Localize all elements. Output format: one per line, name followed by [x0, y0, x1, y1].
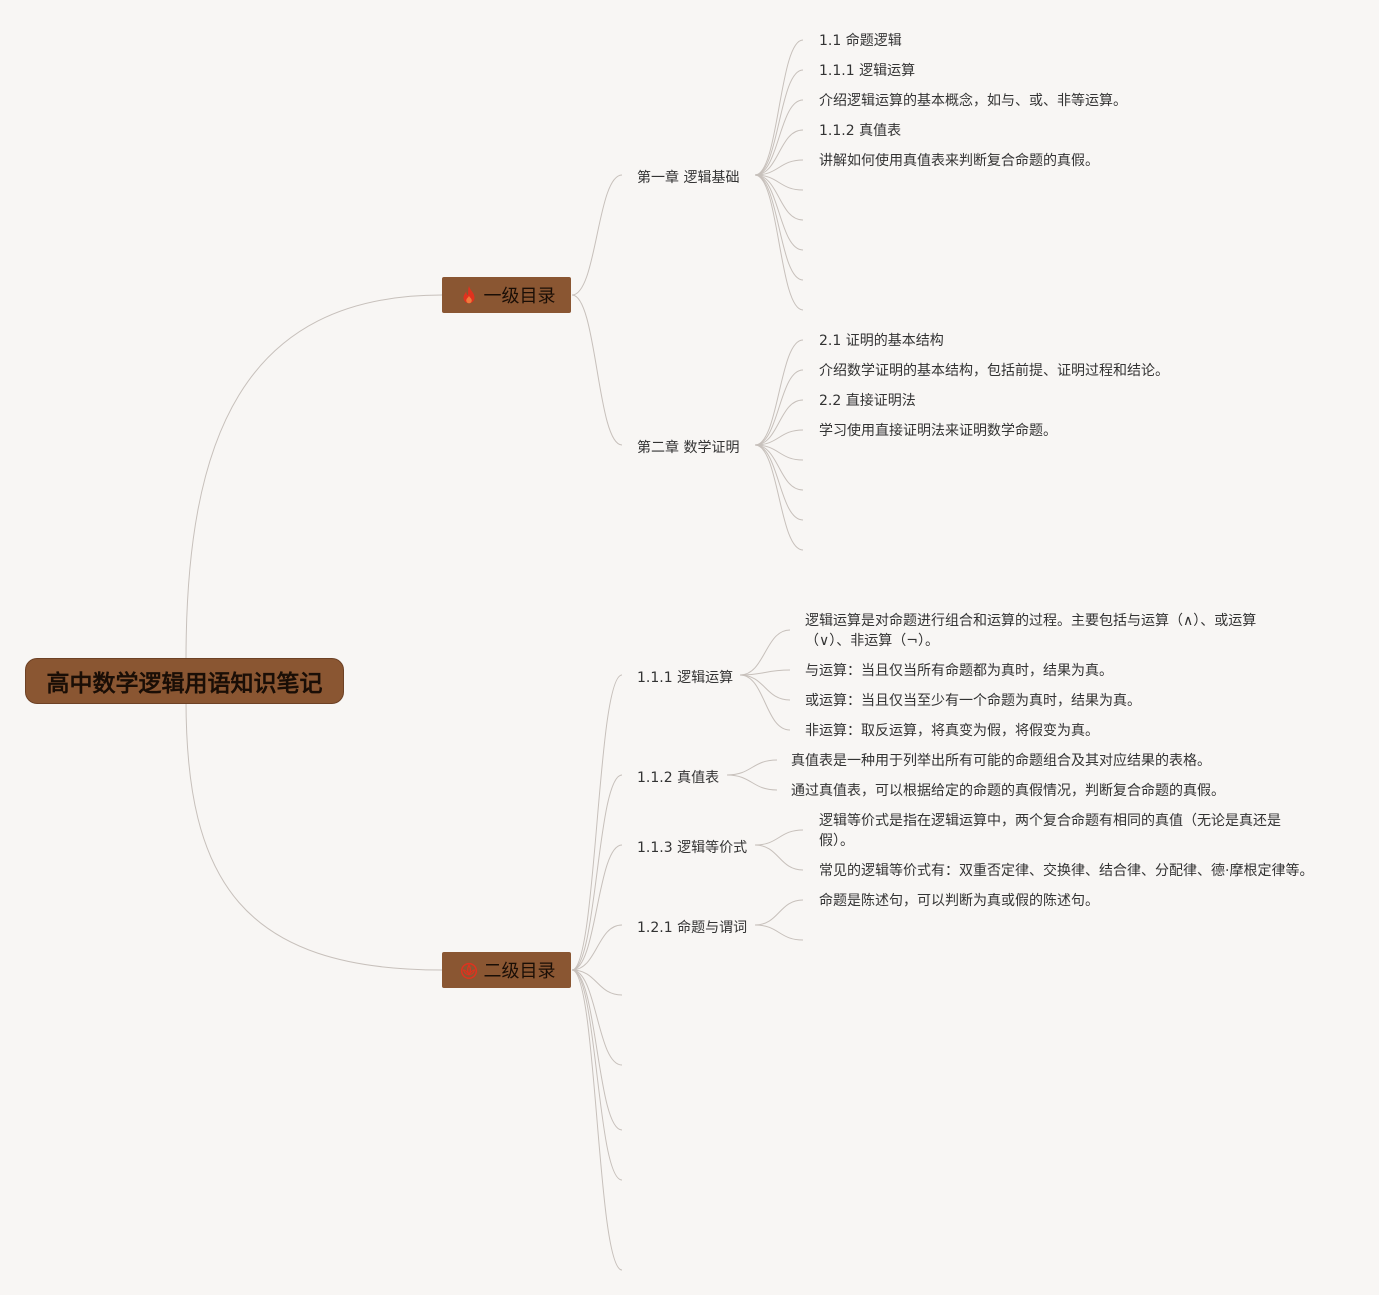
ch1-leaf[interactable]: 1.1 命题逻辑	[819, 33, 902, 49]
connector-line	[754, 844, 804, 871]
t1-leaf[interactable]: 与运算：当且仅当所有命题都为真时，结果为真。	[805, 663, 1113, 679]
connector-line	[571, 674, 623, 971]
connector-line	[739, 674, 791, 701]
t2-leaf[interactable]: 通过真值表，可以根据给定的命题的真假情况，判断复合命题的真假。	[791, 783, 1225, 799]
chapter-2-node[interactable]: 第二章 数学证明	[637, 440, 740, 456]
connector-line	[726, 774, 778, 791]
connector-line	[739, 674, 791, 731]
connector-line	[754, 899, 804, 926]
ch1-leaf[interactable]: 介绍逻辑运算的基本概念，如与、或、非等运算。	[819, 93, 1127, 109]
connector-line	[754, 444, 804, 551]
connector-line	[754, 369, 804, 446]
chapter-1-node[interactable]: 第一章 逻辑基础	[637, 170, 740, 186]
connector-line	[754, 159, 804, 176]
connector-line	[754, 444, 804, 521]
connector-line	[754, 174, 804, 251]
ch2-leaf[interactable]: 2.2 直接证明法	[819, 393, 916, 409]
ch1-leaf[interactable]: 1.1.1 逻辑运算	[819, 63, 916, 79]
branch-level1-label: 一级目录	[483, 286, 556, 307]
connector-line	[185, 699, 443, 971]
connector-line	[754, 39, 804, 176]
connector-line	[754, 174, 804, 311]
topic-1-2-1-node[interactable]: 1.2.1 命题与谓词	[637, 920, 748, 936]
connector-line	[571, 969, 623, 996]
connector-line	[754, 129, 804, 176]
t3-leaf[interactable]: 常见的逻辑等价式有：双重否定律、交换律、结合律、分配律、德·摩根定律等。	[819, 863, 1314, 879]
connector-line	[571, 969, 623, 1181]
connector-line	[754, 174, 804, 281]
connector-line	[571, 969, 623, 1271]
connector-line	[571, 969, 623, 1066]
ch1-leaf[interactable]: 讲解如何使用真值表来判断复合命题的真假。	[819, 153, 1099, 169]
t3-leaf[interactable]: 逻辑等价式是指在逻辑运算中，两个复合命题有相同的真值（无论是真还是假）。	[819, 813, 1281, 849]
ch1-leaf[interactable]: 1.1.2 真值表	[819, 123, 902, 139]
branch-level1-catalog[interactable]: 一级目录	[442, 277, 571, 313]
fire-icon	[463, 285, 474, 304]
connector-line	[754, 339, 804, 446]
ch2-leaf[interactable]: 学习使用直接证明法来证明数学命题。	[819, 423, 1057, 439]
lotus-icon	[460, 962, 477, 979]
ch2-leaf[interactable]: 2.1 证明的基本结构	[819, 333, 944, 349]
connector-line	[754, 429, 804, 446]
connector-line	[754, 69, 804, 176]
connector-line	[754, 829, 804, 846]
connector-line	[754, 924, 804, 941]
connector-line	[739, 669, 791, 676]
connector-line	[571, 844, 623, 971]
t1-leaf[interactable]: 或运算：当且仅当至少有一个命题为真时，结果为真。	[805, 693, 1141, 709]
topic-1-1-3-node[interactable]: 1.1.3 逻辑等价式	[637, 840, 748, 856]
branch-level2-catalog[interactable]: 二级目录	[442, 952, 571, 988]
topic-1-1-1-node[interactable]: 1.1.1 逻辑运算	[637, 670, 734, 686]
connector-line	[571, 969, 623, 1131]
ch2-leaf[interactable]: 介绍数学证明的基本结构，包括前提、证明过程和结论。	[819, 363, 1169, 379]
connector-line	[185, 294, 443, 661]
connector-line	[726, 759, 778, 776]
topic-1-1-2-node[interactable]: 1.1.2 真值表	[637, 770, 720, 786]
connector-line	[571, 174, 623, 296]
connector-line	[754, 444, 804, 491]
connector-line	[754, 174, 804, 221]
root-node[interactable]: 高中数学逻辑用语知识笔记	[25, 658, 344, 704]
connector-line	[739, 629, 791, 676]
connector-line	[571, 774, 623, 971]
connector-line	[754, 399, 804, 446]
connector-line	[571, 294, 623, 446]
t2-leaf[interactable]: 真值表是一种用于列举出所有可能的命题组合及其对应结果的表格。	[791, 753, 1211, 769]
connector-line	[571, 924, 623, 971]
t4-leaf[interactable]: 命题是陈述句，可以判断为真或假的陈述句。	[819, 893, 1099, 909]
connector-line	[754, 99, 804, 176]
t1-leaf[interactable]: 非运算：取反运算，将真变为假，将假变为真。	[805, 723, 1099, 739]
branch-level2-label: 二级目录	[483, 961, 556, 982]
t1-leaf[interactable]: 逻辑运算是对命题进行组合和运算的过程。主要包括与运算（∧）、或运算（∨）、非运算…	[805, 613, 1257, 649]
